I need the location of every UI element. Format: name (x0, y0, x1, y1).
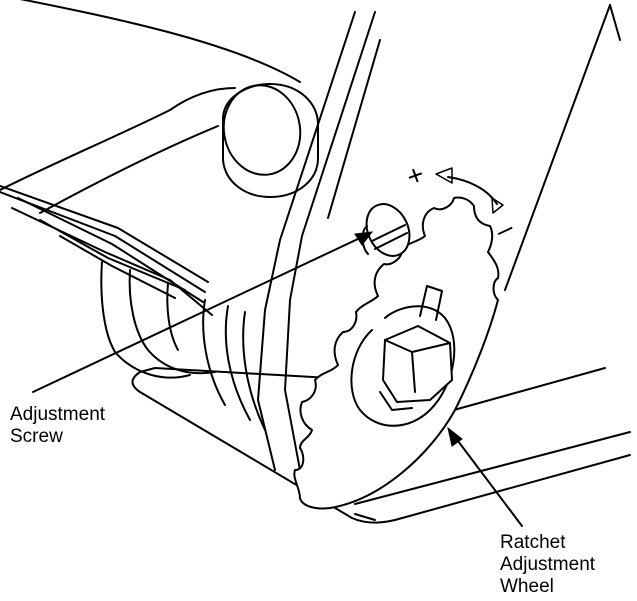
lever-arm (257, 11, 381, 471)
leader-ratchet-wheel (447, 426, 523, 527)
cylinder-knob (222, 83, 319, 198)
ratchet-wheel-label-line-1: Ratchet (500, 532, 566, 553)
ratchet-wheel-label-line-3: Wheel (500, 576, 554, 597)
paper-sheets (0, 185, 213, 316)
ratchet-wheel-label-line-2: Adjustment (500, 554, 596, 575)
housing-top (0, 0, 301, 214)
direction-arc-arrow (435, 167, 504, 214)
side-frame (504, 4, 621, 291)
minus-mark: – (491, 211, 519, 246)
roller-stack (100, 261, 266, 431)
adjustment-screw-label: Adjustment Screw (10, 404, 105, 448)
wheel-hub (379, 325, 453, 411)
adjustment-screw-label-line-1: Adjustment (10, 404, 106, 425)
plus-mark: + (402, 158, 428, 193)
leader-adjustment-screw (32, 231, 374, 393)
adjustment-screw-label-line-2: Screw (10, 426, 63, 447)
ratchet-wheel-label: Ratchet Adjustment Wheel (500, 532, 595, 598)
